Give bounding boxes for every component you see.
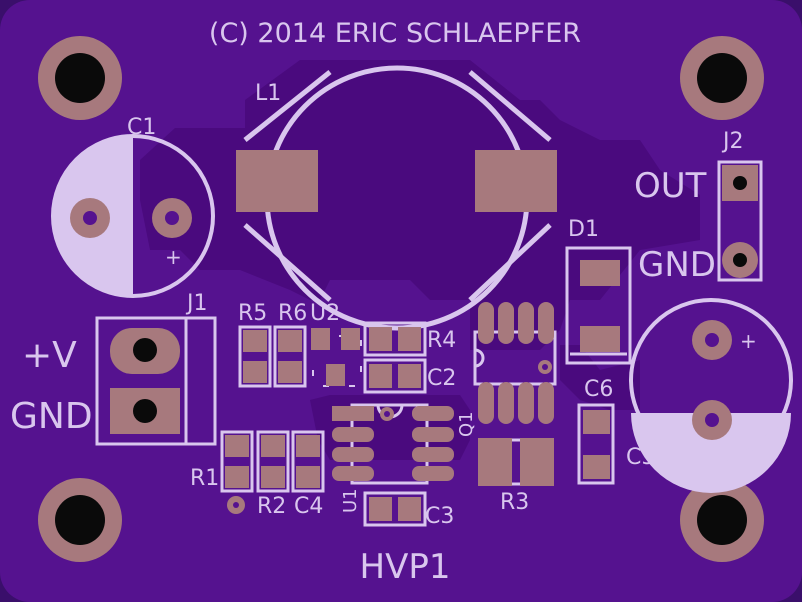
diode-d1: D1 [565, 217, 632, 365]
label-j1: J1 [185, 291, 208, 316]
label-c4: C4 [294, 494, 323, 519]
resistor-r5: R5 [238, 301, 272, 388]
label-r5: R5 [238, 301, 267, 326]
transistor-q1: Q1 [456, 302, 557, 437]
capacitor-c6: C6 [577, 377, 615, 485]
inductor-l1: L1 [236, 65, 557, 331]
resistor-r4: R4 [363, 321, 456, 357]
label-r4: R4 [427, 328, 456, 353]
capacitor-c1: + C1 [51, 115, 215, 298]
label-c3: C3 [425, 504, 454, 529]
label-gnd-in: GND [10, 396, 93, 437]
copyright-text: (C) 2014 ERIC SCHLAEPFER [209, 18, 581, 49]
label-vin: +V [22, 335, 77, 376]
resistor-r1: R1 [190, 430, 254, 493]
label-plus-c5: + [740, 329, 757, 353]
label-q1: Q1 [456, 411, 477, 437]
label-gnd-out: GND [638, 245, 716, 285]
label-d1: D1 [568, 217, 599, 242]
capacitor-c5: + C5 [626, 298, 793, 493]
resistor-r3: R3 [478, 438, 554, 515]
label-c5: C5 [626, 445, 655, 470]
ic-u1: U1 [332, 403, 454, 513]
resistor-r6: R6 [273, 301, 307, 388]
label-r6: R6 [278, 301, 307, 326]
connector-j2: J2 OUT GND [634, 129, 763, 285]
label-plus-c1: + [165, 245, 182, 269]
capacitor-c2: C2 [363, 358, 456, 394]
board-name: HVP1 [360, 547, 451, 587]
resistor-r2: R2 [256, 430, 290, 519]
label-c6: C6 [584, 377, 613, 402]
label-l1: L1 [255, 81, 281, 106]
label-u2: U2 [310, 301, 340, 326]
label-j2: J2 [721, 129, 744, 154]
ic-u2: U2 [310, 301, 362, 387]
capacitor-c4: C4 [291, 430, 325, 519]
label-c1: C1 [127, 115, 156, 140]
mounting-holes [38, 36, 764, 562]
label-out: OUT [634, 166, 707, 206]
label-u1: U1 [340, 488, 361, 513]
capacitor-c3: C3 [363, 491, 454, 529]
label-r2: R2 [257, 494, 286, 519]
connector-j1: J1 +V GND [10, 291, 217, 446]
label-r3: R3 [500, 490, 529, 515]
label-c2: C2 [427, 366, 456, 391]
label-r1: R1 [190, 466, 219, 491]
